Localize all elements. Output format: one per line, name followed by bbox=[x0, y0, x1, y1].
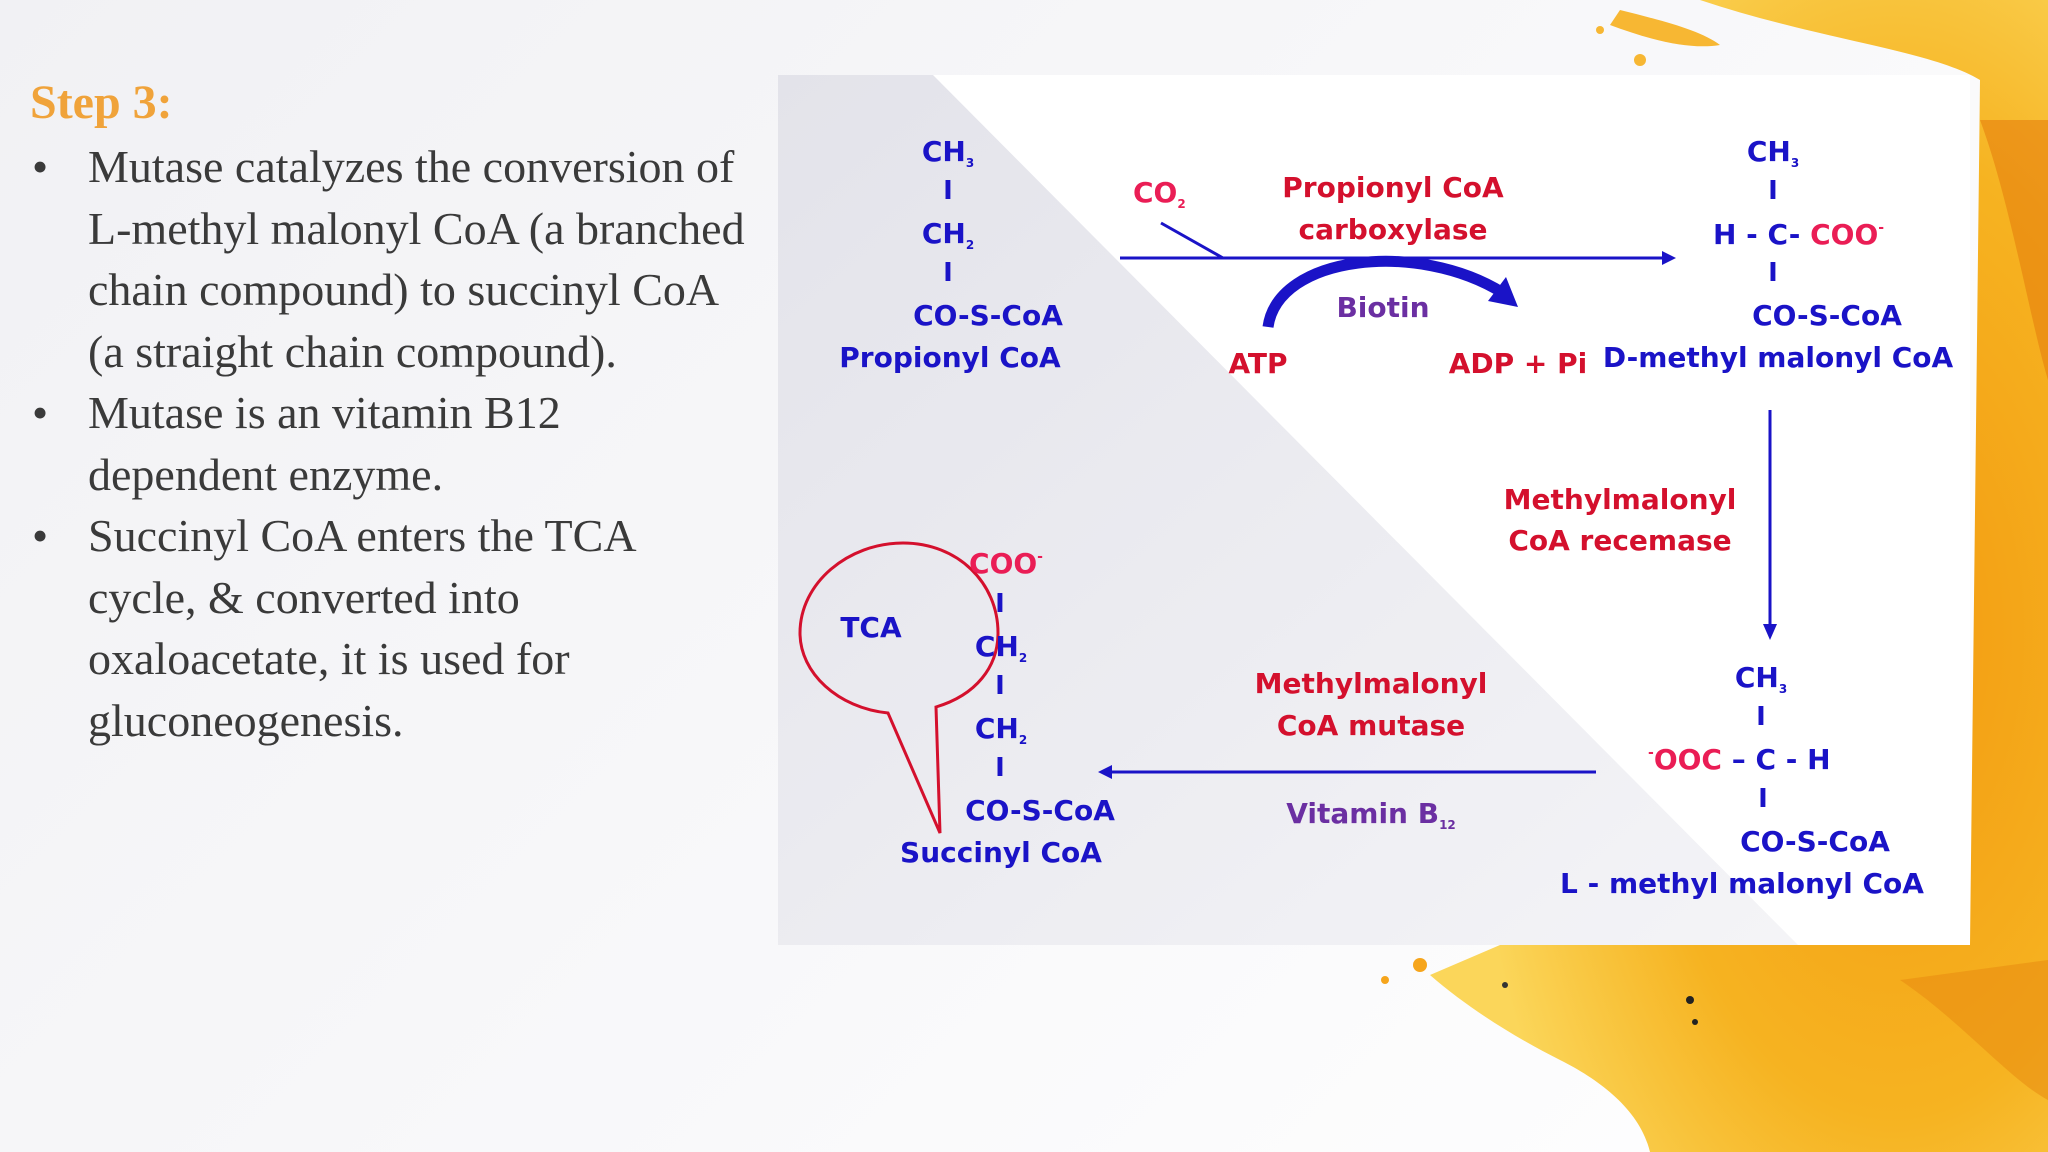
l-methyl-cos-coa: CO-S-CoA bbox=[1740, 825, 1890, 858]
racemase-line1: Methylmalonyl bbox=[1503, 483, 1737, 516]
propionyl-cos-coa: CO-S-CoA bbox=[913, 299, 1063, 332]
succinyl-cos-coa: CO-S-CoA bbox=[965, 794, 1115, 827]
bond-line: I bbox=[1768, 258, 1778, 288]
bond-line: I bbox=[943, 176, 953, 206]
racemase-line2: CoA recemase bbox=[1508, 524, 1732, 557]
bond-line: I bbox=[1768, 176, 1778, 206]
vitamin-b12-label: Vitamin B12 bbox=[1286, 797, 1456, 832]
step-title: Step 3: bbox=[30, 76, 173, 129]
carboxylase-arrowhead bbox=[1662, 251, 1676, 265]
succinyl-ch2-a: CH2 bbox=[974, 630, 1028, 665]
bullet-dot: • bbox=[32, 141, 49, 192]
racemase-arrowhead bbox=[1763, 624, 1777, 640]
d-methyl-ch3: CH3 bbox=[1746, 135, 1800, 170]
diagram-graphics bbox=[778, 75, 1798, 945]
succinyl-coo: COO- bbox=[969, 547, 1043, 580]
propionyl-ch3: CH3 bbox=[921, 135, 975, 170]
biotin-arrowhead bbox=[1488, 277, 1518, 307]
propionyl-coa-label: Propionyl CoA bbox=[839, 341, 1061, 374]
l-methyl-center: -OOC – C - H bbox=[1648, 743, 1831, 776]
pathway-diagram: CH3 I CH2 I CO-S-CoA Propionyl CoA CO2 P… bbox=[778, 75, 1970, 945]
bond-line: I bbox=[1756, 702, 1766, 732]
d-methyl-cos-coa: CO-S-CoA bbox=[1752, 299, 1902, 332]
mutase-arrowhead bbox=[1098, 765, 1112, 779]
biotin-curved-arrow bbox=[1262, 255, 1506, 329]
tca-label: TCA bbox=[840, 611, 902, 644]
atp-label: ATP bbox=[1228, 347, 1288, 380]
propionyl-ch2: CH2 bbox=[921, 217, 975, 252]
bond-line: I bbox=[1758, 784, 1768, 814]
bullet-text: Mutase catalyzes the conversion of L-met… bbox=[88, 141, 745, 377]
bond-line: I bbox=[943, 258, 953, 288]
succinyl-coa-label: Succinyl CoA bbox=[900, 836, 1102, 869]
co2-label: CO2 bbox=[1133, 176, 1186, 211]
bullet-item: • Mutase catalyzes the conversion of L-me… bbox=[30, 136, 750, 382]
bullet-list: • Mutase catalyzes the conversion of L-me… bbox=[30, 136, 750, 751]
d-methyl-center: H - C- COO- bbox=[1713, 218, 1885, 251]
d-methyl-malonyl-coa-label: D-methyl malonyl CoA bbox=[1602, 341, 1954, 374]
tca-bubble bbox=[798, 541, 1000, 834]
succinyl-ch2-b: CH2 bbox=[974, 712, 1028, 747]
text-block: Step 3: • Mutase catalyzes the conversion… bbox=[30, 70, 750, 751]
bullet-text: Succinyl CoA enters the TCA cycle, & con… bbox=[88, 510, 635, 746]
carboxylase-enzyme-line1: Propionyl CoA bbox=[1282, 171, 1504, 204]
bond-line: I bbox=[995, 671, 1005, 701]
bullet-item: • Succinyl CoA enters the TCA cycle, & co… bbox=[30, 505, 750, 751]
mutase-line1: Methylmalonyl bbox=[1254, 667, 1488, 700]
bullet-text: Mutase is an vitamin B12 dependent enzym… bbox=[88, 387, 561, 500]
l-methyl-ch3: CH3 bbox=[1734, 661, 1788, 696]
bullet-dot: • bbox=[32, 510, 49, 561]
adp-pi-label: ADP + Pi bbox=[1448, 347, 1588, 380]
bullet-dot: • bbox=[32, 387, 49, 438]
background-triangle bbox=[778, 75, 1798, 945]
mutase-line2: CoA mutase bbox=[1276, 709, 1466, 742]
l-methyl-malonyl-coa-label: L - methyl malonyl CoA bbox=[1560, 867, 1924, 900]
bond-line: I bbox=[995, 589, 1005, 619]
biotin-label: Biotin bbox=[1336, 291, 1430, 324]
bullet-item: • Mutase is an vitamin B12 dependent enzy… bbox=[30, 382, 750, 505]
carboxylase-enzyme-line2: carboxylase bbox=[1298, 213, 1488, 246]
co2-entry-line bbox=[1160, 221, 1224, 260]
bond-line: I bbox=[995, 753, 1005, 783]
